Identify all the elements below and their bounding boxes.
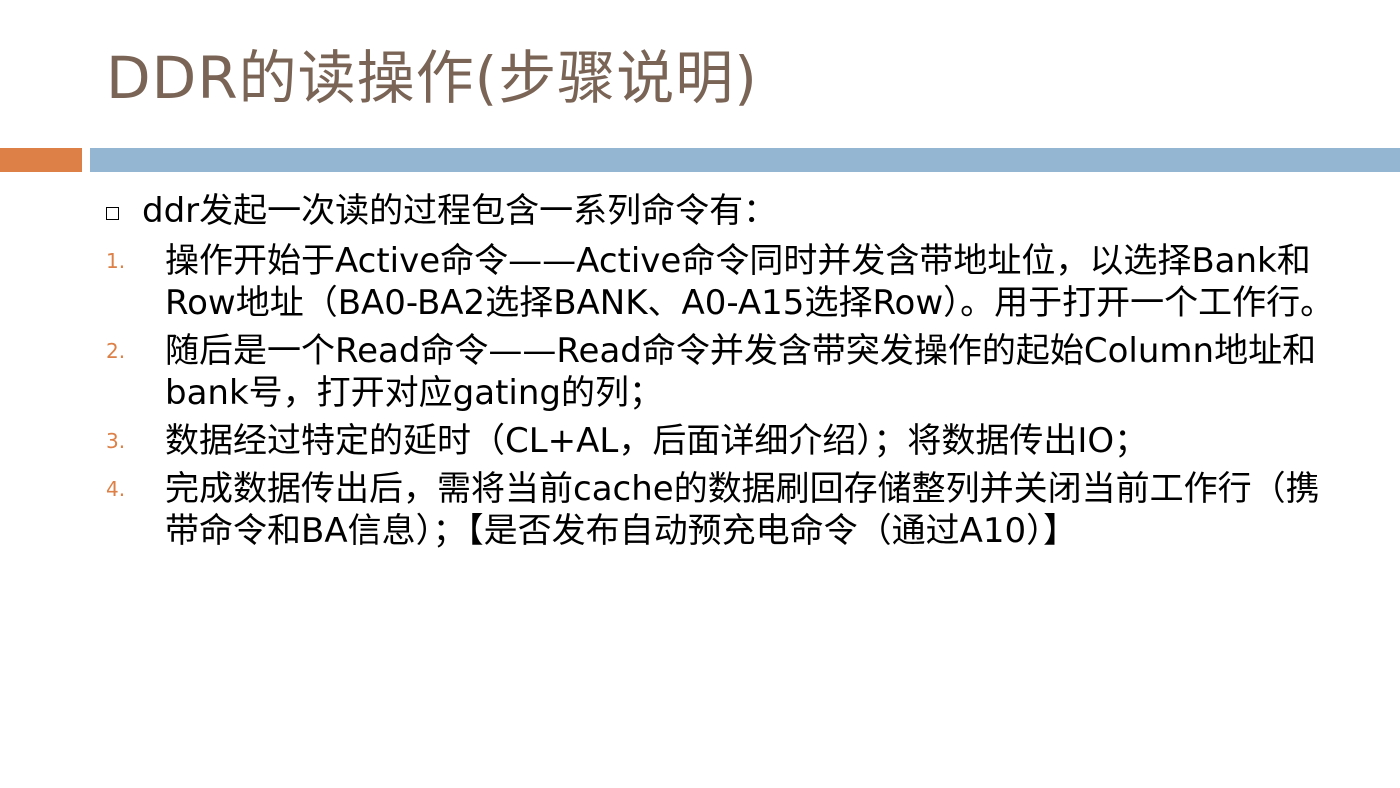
square-bullet-icon (106, 207, 119, 220)
intro-text: ddr发起一次读的过程包含一系列命令有： (142, 191, 778, 231)
list-item: 4. 完成数据传出后，需将当前cache的数据刷回存储整列并关闭当前工作行（携带… (106, 468, 1346, 552)
list-item: 2. 随后是一个Read命令——Read命令并发含带突发操作的起始Column地… (106, 330, 1346, 414)
step-list: 1. 操作开始于Active命令——Active命令同时并发含带地址位，以选择B… (106, 240, 1346, 558)
item-text: 操作开始于Active命令——Active命令同时并发含带地址位，以选择Bank… (165, 241, 1335, 323)
slide-title: DDR的读操作(步骤说明) (106, 44, 758, 112)
list-item: 3. 数据经过特定的延时（CL+AL，后面详细介绍）；将数据传出IO； (106, 420, 1346, 462)
item-text: 完成数据传出后，需将当前cache的数据刷回存储整列并关闭当前工作行（携带命令和… (165, 469, 1320, 551)
accent-bar-blue (90, 148, 1400, 172)
accent-bar-orange (0, 148, 82, 172)
item-number: 3. (106, 429, 126, 453)
list-item: 1. 操作开始于Active命令——Active命令同时并发含带地址位，以选择B… (106, 240, 1346, 324)
item-number: 1. (106, 249, 126, 273)
item-text: 数据经过特定的延时（CL+AL，后面详细介绍）；将数据传出IO； (165, 421, 1149, 461)
item-number: 4. (106, 477, 126, 501)
item-text: 随后是一个Read命令——Read命令并发含带突发操作的起始Column地址和b… (165, 331, 1317, 413)
item-number: 2. (106, 339, 126, 363)
